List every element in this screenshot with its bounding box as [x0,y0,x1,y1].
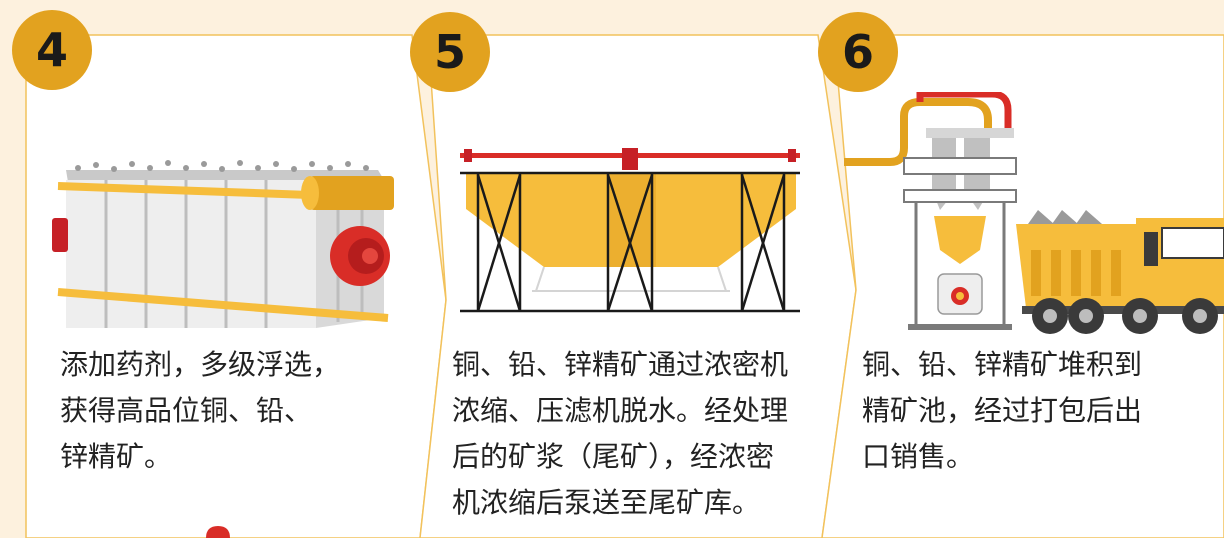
step-5-description: 铜、铅、锌精矿通过浓密机 浓缩、压滤机脱水。经处理 后的矿浆（尾矿），经浓密 机… [452,342,788,526]
step-4-line-1: 添加药剂，多级浮选， [60,348,341,381]
step-6-description: 铜、铅、锌精矿堆积到 精矿池，经过打包后出 口销售。 [862,342,1142,480]
froth-bubbles [75,160,369,172]
dump-truck [1016,210,1224,334]
panel-5-background [419,34,857,538]
step-5-line-2: 浓缩、压滤机脱水。经处理 [452,394,789,427]
step-6-line-3: 口销售。 [862,440,975,473]
step-4-line-2: 获得高品位铜、铅、 [60,394,313,427]
step-6-line-2: 精矿池，经过打包后出 [862,394,1143,427]
flotation-cell-illustration [52,160,394,328]
step-5-line-3: 后的矿浆（尾矿），经浓密 [452,440,775,473]
step-5-line-1: 铜、铅、锌精矿通过浓密机 [452,348,789,381]
step-6-line-1: 铜、铅、锌精矿堆积到 [862,348,1143,381]
step-6-number-badge: 6 [818,12,898,92]
support-frame [460,171,800,313]
step-5-line-4: 机浓缩后泵送至尾矿库。 [452,486,761,519]
partial-red-marker [206,526,230,538]
step-4-line-3: 锌精矿。 [60,440,173,473]
thickener-illustration [460,148,800,313]
step-4-number-badge: 4 [12,10,92,90]
packing-and-truck-illustration [844,92,1224,334]
step-4-description: 添加药剂，多级浮选， 获得高品位铜、铅、 锌精矿。 [60,342,340,480]
step-5-number-badge: 5 [410,12,490,92]
